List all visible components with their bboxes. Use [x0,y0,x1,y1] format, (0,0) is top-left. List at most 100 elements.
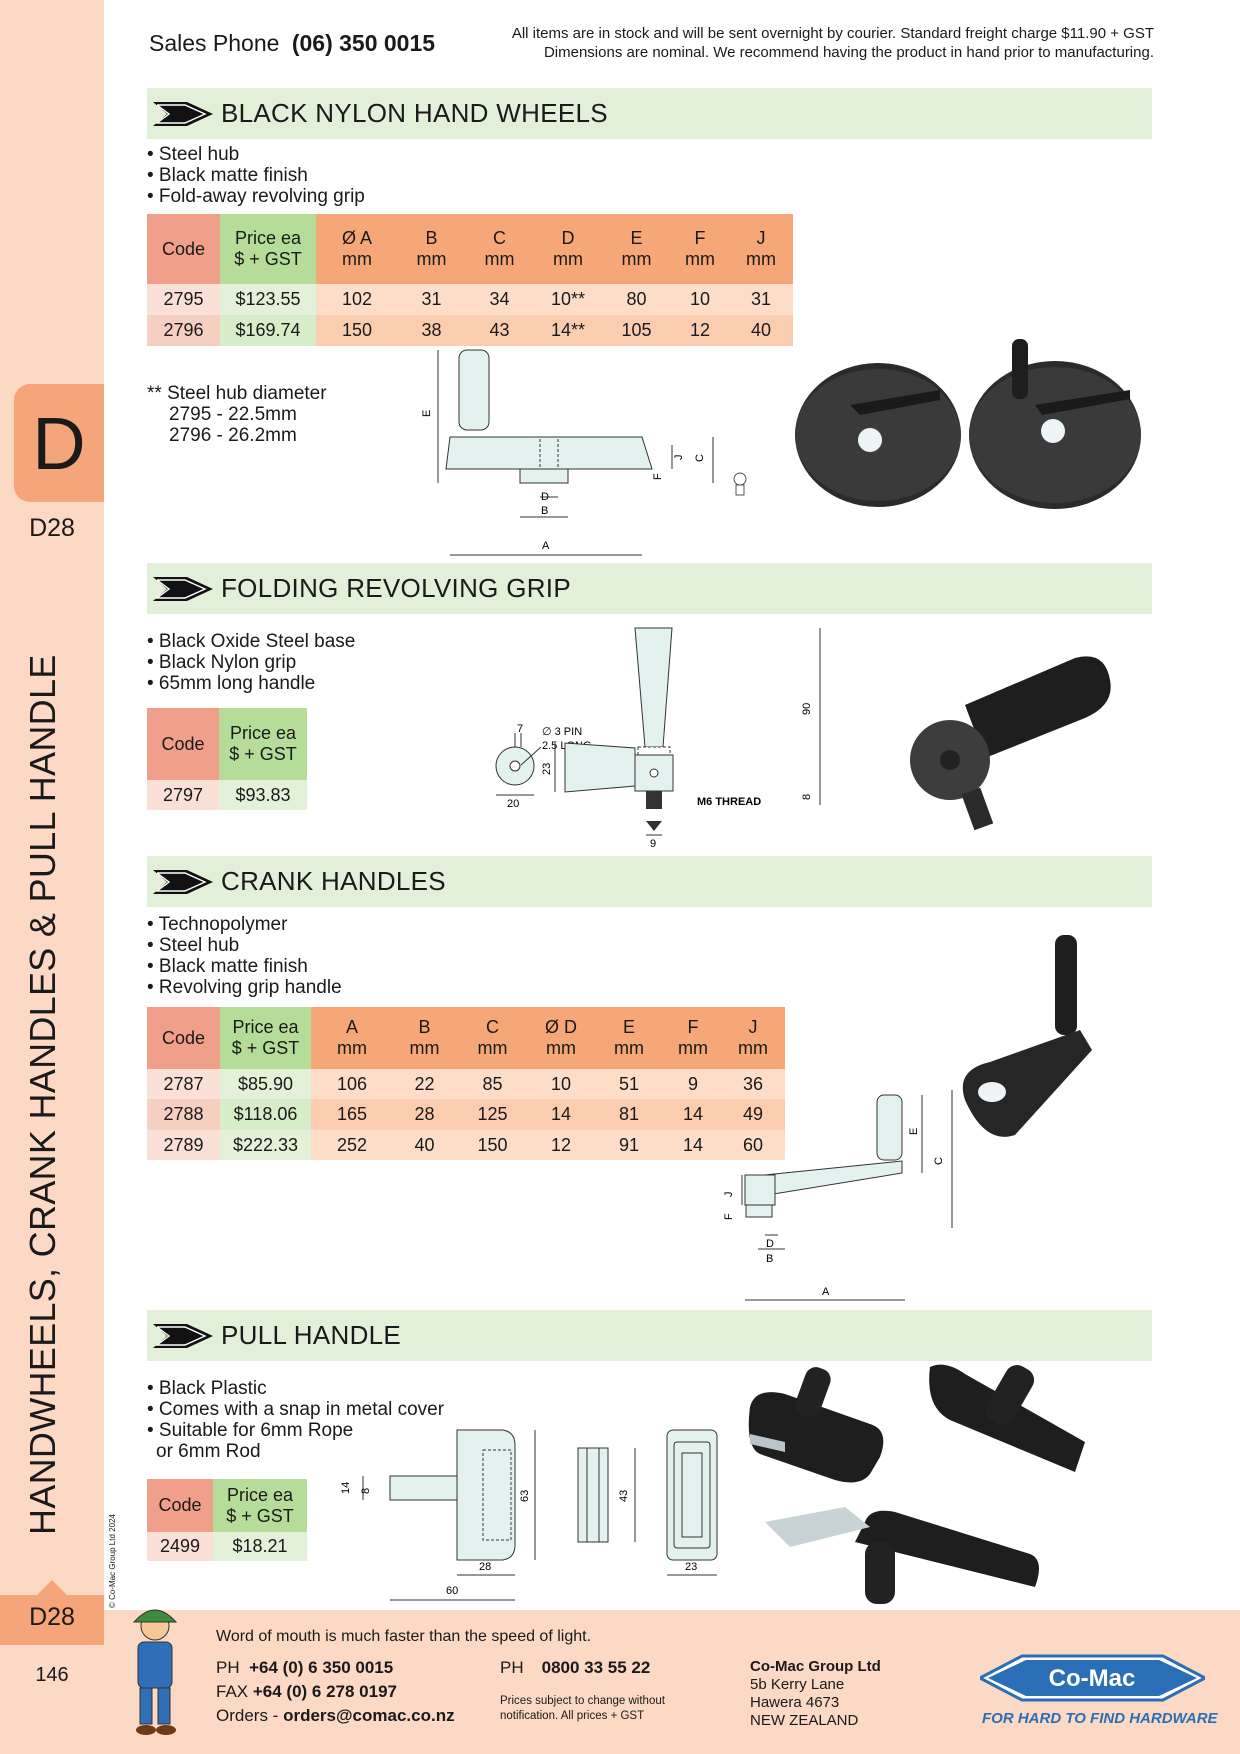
section-header-folding-grip: FOLDING REVOLVING GRIP [147,563,1152,614]
bullet-list: • Technopolymer • Steel hub • Black matt… [147,914,342,998]
note-line: 2795 - 22.5mm [169,404,297,425]
logo-text: Co-Mac [1049,1665,1136,1692]
dim-label-a: A [822,1286,830,1298]
section-tab-code: D28 [29,514,75,542]
table-header-row: Code Price ea$ + GST [147,1479,307,1532]
cell-dim: 10** [534,284,602,315]
crank-handle-photo [962,935,1092,1137]
cell-dim: 28 [393,1099,456,1130]
cell-dim: 165 [311,1099,393,1130]
sales-phone-label: Sales Phone [149,30,280,56]
column-header: Price ea$ + GST [220,214,316,284]
section-title: BLACK NYLON HAND WHEELS [221,98,608,128]
fax-number: +64 (0) 6 278 0197 [252,1682,398,1701]
table-row: 2789 $222.33 252 40 150 12 91 14 60 [147,1130,785,1160]
cell-code: 2796 [147,315,220,346]
dim-label-b: B [766,1253,773,1265]
cell-price: $85.90 [220,1069,311,1099]
address-line: 5b Kerry Lane [750,1676,845,1693]
dim-label-90: 90 [801,703,813,715]
company-address: Co-Mac Group Ltd 5b Kerry Lane Hawera 46… [750,1658,881,1730]
fax-label: FAX [216,1682,249,1701]
bottom-tab-pointer [36,1580,68,1596]
copyright-text: © Co-Mac Group Ltd 2024 [108,1514,117,1608]
dim-label-c: C [694,454,706,462]
dim-label-23: 23 [685,1561,697,1573]
section-title: PULL HANDLE [221,1320,402,1350]
phone-line: PH +64 (0) 6 350 0015 [216,1658,393,1678]
sidebar [0,0,104,1754]
cell-price: $222.33 [220,1130,311,1160]
section-title: CRANK HANDLES [221,866,446,896]
address-line: NEW ZEALAND [750,1712,859,1729]
spec-table-folding-grip: Code Price ea$ + GST 2797 $93.83 [147,708,307,810]
sales-phone: Sales Phone (06) 350 0015 [149,30,435,57]
folding-grip-drawing: 20 7 ∅ 3 PIN 2.5 LONG 23 90 8 M6 THREAD … [495,627,821,850]
section-title: FOLDING REVOLVING GRIP [221,573,571,603]
cell-dim: 85 [456,1069,529,1099]
cell-dim: 125 [456,1099,529,1130]
cell-code: 2797 [147,780,219,810]
cell-dim: 91 [593,1130,665,1160]
cell-price: $18.21 [213,1532,307,1561]
cell-dim: 31 [398,284,465,315]
dim-label-23: 23 [541,763,553,775]
table-row: 2787 $85.90 106 22 85 10 51 9 36 [147,1069,785,1099]
cell-dim: 40 [393,1130,456,1160]
bullet-item: • Black Oxide Steel base [147,631,356,652]
cell-dim: 9 [665,1069,721,1099]
dim-label-8: 8 [801,794,813,800]
cell-price: $118.06 [220,1099,311,1130]
mascot-small-icon [733,472,747,496]
cell-dim: 105 [602,315,671,346]
pull-handle-drawing: 14 8 63 28 60 43 23 [340,1429,718,1601]
bullet-item: • Comes with a snap in metal cover [147,1399,445,1420]
cell-code: 2787 [147,1069,220,1099]
cell-code: 2789 [147,1130,220,1160]
phone-number: +64 (0) 6 350 0015 [249,1658,394,1677]
column-header: Price ea$ + GST [219,708,307,780]
slogan: Word of mouth is much faster than the sp… [216,1628,592,1645]
bullet-item: • Suitable for 6mm Rope [147,1420,354,1441]
dim-label-pin: ∅ 3 PIN [542,726,582,738]
bullet-list: • Black Plastic • Comes with a snap in m… [147,1378,444,1462]
cell-price: $93.83 [219,780,307,810]
cell-dim: 81 [593,1099,665,1130]
cell-dim: 40 [729,315,793,346]
dim-label-j: J [723,1192,735,1198]
dim-label-f: F [652,473,664,480]
cell-dim: 60 [721,1130,785,1160]
tagline: FOR HARD TO FIND HARDWARE [982,1710,1218,1727]
cell-dim: 10 [529,1069,593,1099]
cell-dim: 22 [393,1069,456,1099]
cell-dim: 51 [593,1069,665,1099]
dim-label-a: A [542,540,550,552]
pull-handle-photo [748,1364,1085,1604]
cell-dim: 36 [721,1069,785,1099]
cell-code: 2499 [147,1532,213,1561]
bullet-item: • Steel hub [147,144,240,165]
cell-dim: 102 [316,284,398,315]
arrow-icon [153,1323,213,1348]
dim-label-j: J [673,455,685,461]
dim-label-43: 43 [618,1490,630,1502]
shipping-notice: All items are in stock and will be sent … [512,24,1154,62]
dim-label-63: 63 [519,1490,531,1502]
bullet-item: or 6mm Rod [156,1441,261,1462]
table-row: 2499 $18.21 [147,1532,307,1561]
company-name: Co-Mac Group Ltd [750,1658,881,1675]
folding-grip-photo [910,656,1111,831]
dim-label-f: F [723,1213,735,1220]
section-header-handwheels: BLACK NYLON HAND WHEELS [147,88,1152,139]
mascot-icon [132,1609,178,1735]
